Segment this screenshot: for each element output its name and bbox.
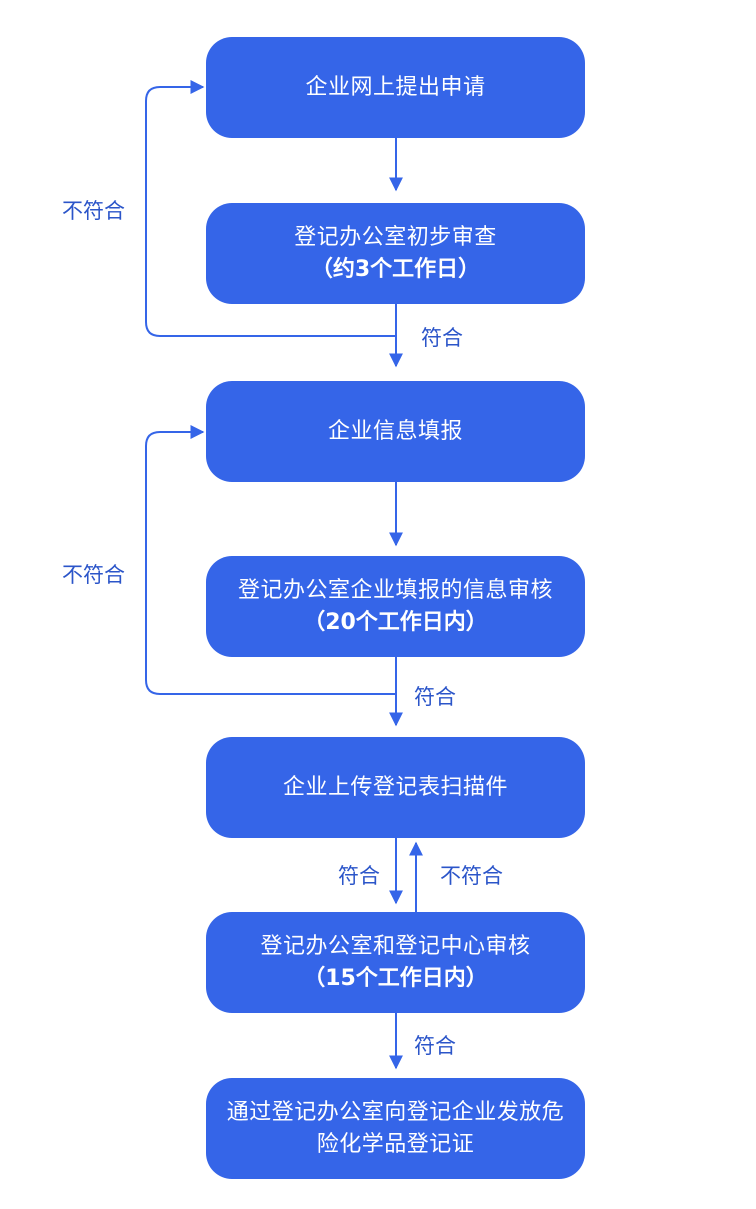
- label-pass-2: 符合: [414, 685, 456, 709]
- step-upload-scan: 企业上传登记表扫描件: [206, 737, 585, 838]
- label-fail-3: 不符合: [440, 864, 503, 888]
- step-title-cont: 险化学品登记证: [316, 1131, 475, 1157]
- step-center-review: 登记办公室和登记中心审核 （15个工作日内）: [206, 912, 585, 1013]
- step-duration: （20个工作日内）: [303, 609, 488, 635]
- step-preliminary-review: 登记办公室初步审查 （约3个工作日）: [206, 203, 585, 304]
- step-title: 企业上传登记表扫描件: [282, 774, 508, 800]
- step-duration: （15个工作日内）: [303, 965, 488, 991]
- label-pass-3: 符合: [338, 864, 380, 888]
- step-title: 登记办公室企业填报的信息审核: [237, 577, 553, 603]
- step-info-review: 登记办公室企业填报的信息审核 （20个工作日内）: [206, 556, 585, 657]
- label-fail-1: 不符合: [62, 199, 125, 223]
- step-title: 企业信息填报: [327, 418, 463, 444]
- step-title: 企业网上提出申请: [305, 74, 486, 100]
- step-title: 登记办公室和登记中心审核: [260, 933, 531, 959]
- step-online-application: 企业网上提出申请: [206, 37, 585, 138]
- step-issue-certificate: 通过登记办公室向登记企业发放危 险化学品登记证: [206, 1078, 585, 1179]
- label-fail-2: 不符合: [62, 563, 125, 587]
- loop-step4-fail-to-step3: [145, 425, 396, 695]
- step-duration: （约3个工作日）: [310, 256, 481, 282]
- step-title: 登记办公室初步审查: [294, 224, 497, 250]
- step-title: 通过登记办公室向登记企业发放危: [226, 1099, 565, 1125]
- loop-step2-fail-to-step1: [145, 80, 396, 337]
- step-info-filling: 企业信息填报: [206, 381, 585, 482]
- label-pass-1: 符合: [421, 326, 463, 350]
- label-pass-4: 符合: [414, 1034, 456, 1058]
